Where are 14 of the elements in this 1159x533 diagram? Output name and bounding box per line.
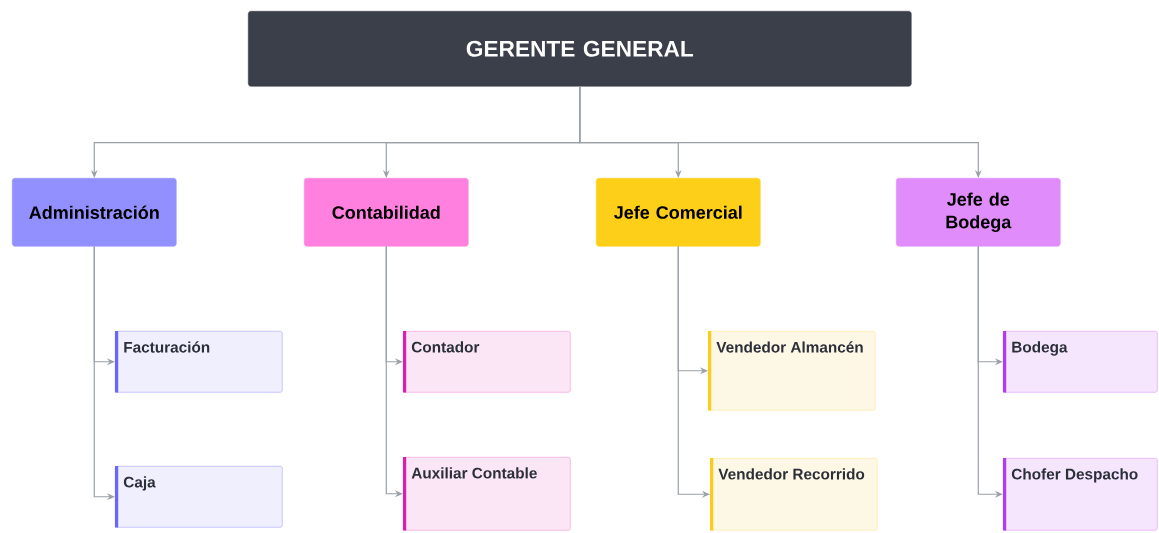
role-box: Auxiliar Contable xyxy=(403,457,571,531)
title-box: GERENTE GENERAL xyxy=(248,11,912,87)
role-box: Vendedor Recorrido xyxy=(710,458,878,531)
role-box: Chofer Despacho xyxy=(1003,458,1158,531)
department-box: Jefe de Bodega xyxy=(896,178,1061,247)
role-box: Facturación xyxy=(115,331,283,393)
department-box: Contabilidad xyxy=(304,178,469,247)
department-box: Administración xyxy=(12,178,177,247)
department-box: Jefe Comercial xyxy=(596,178,761,247)
role-box: Caja xyxy=(115,466,283,528)
role-box: Vendedor Almancén xyxy=(708,331,876,411)
role-box: Contador xyxy=(403,331,571,393)
arrow xyxy=(579,85,982,178)
role-box: Bodega xyxy=(1003,331,1158,393)
